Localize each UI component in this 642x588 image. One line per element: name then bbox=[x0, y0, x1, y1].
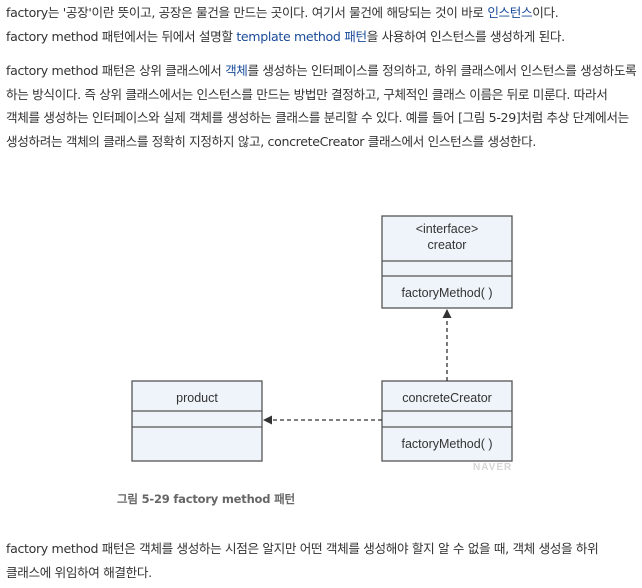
object-link[interactable]: 객체 bbox=[225, 63, 248, 78]
definition-text: 를 생성하는 인터페이스를 정의하고, 하위 클래스에서 인스턴스를 생성하도록… bbox=[6, 63, 637, 149]
intro-text: factory는 '공장'이란 뜻이고, 공장은 물건을 만드는 곳이다. 여기… bbox=[6, 5, 488, 20]
definition-paragraph: factory method 패턴은 상위 클래스에서 객체를 생성하는 인터페… bbox=[6, 59, 638, 153]
concrete-creator-name: concreteCreator bbox=[402, 391, 492, 405]
product-name: product bbox=[176, 391, 218, 405]
creator-name: creator bbox=[428, 238, 467, 252]
figure-caption: 그림 5-29 factory method 패턴 bbox=[117, 492, 295, 506]
product-class-box: product bbox=[131, 380, 263, 462]
template-method-link[interactable]: template method 패턴 bbox=[236, 28, 367, 44]
creator-method: factoryMethod( ) bbox=[401, 286, 492, 300]
creator-stereotype: <interface> bbox=[416, 222, 479, 236]
instance-link[interactable]: 인스턴스 bbox=[487, 5, 533, 20]
intro-paragraph: factory는 '공장'이란 뜻이고, 공장은 물건을 만드는 곳이다. 여기… bbox=[6, 1, 638, 48]
summary-paragraph: factory method 패턴은 객체를 생성하는 시점은 알지만 어떤 객… bbox=[6, 541, 599, 580]
concrete-creator-method: factoryMethod( ) bbox=[401, 437, 492, 451]
intro-text: 이다. bbox=[532, 5, 559, 20]
concrete-creator-class-box: concreteCreator factoryMethod( ) bbox=[381, 380, 513, 462]
intro-text: 을 사용하여 인스턴스를 생성하게 된다. bbox=[366, 28, 565, 44]
definition-text: factory method 패턴은 상위 클래스에서 bbox=[6, 63, 226, 78]
factory-method-diagram: <interface> creator factoryMethod( ) con… bbox=[131, 215, 513, 473]
intro-text: factory method 패턴에서는 뒤에서 설명할 bbox=[6, 28, 237, 44]
creator-class-box: <interface> creator factoryMethod( ) bbox=[381, 215, 513, 309]
naver-watermark: NAVER bbox=[473, 462, 512, 473]
